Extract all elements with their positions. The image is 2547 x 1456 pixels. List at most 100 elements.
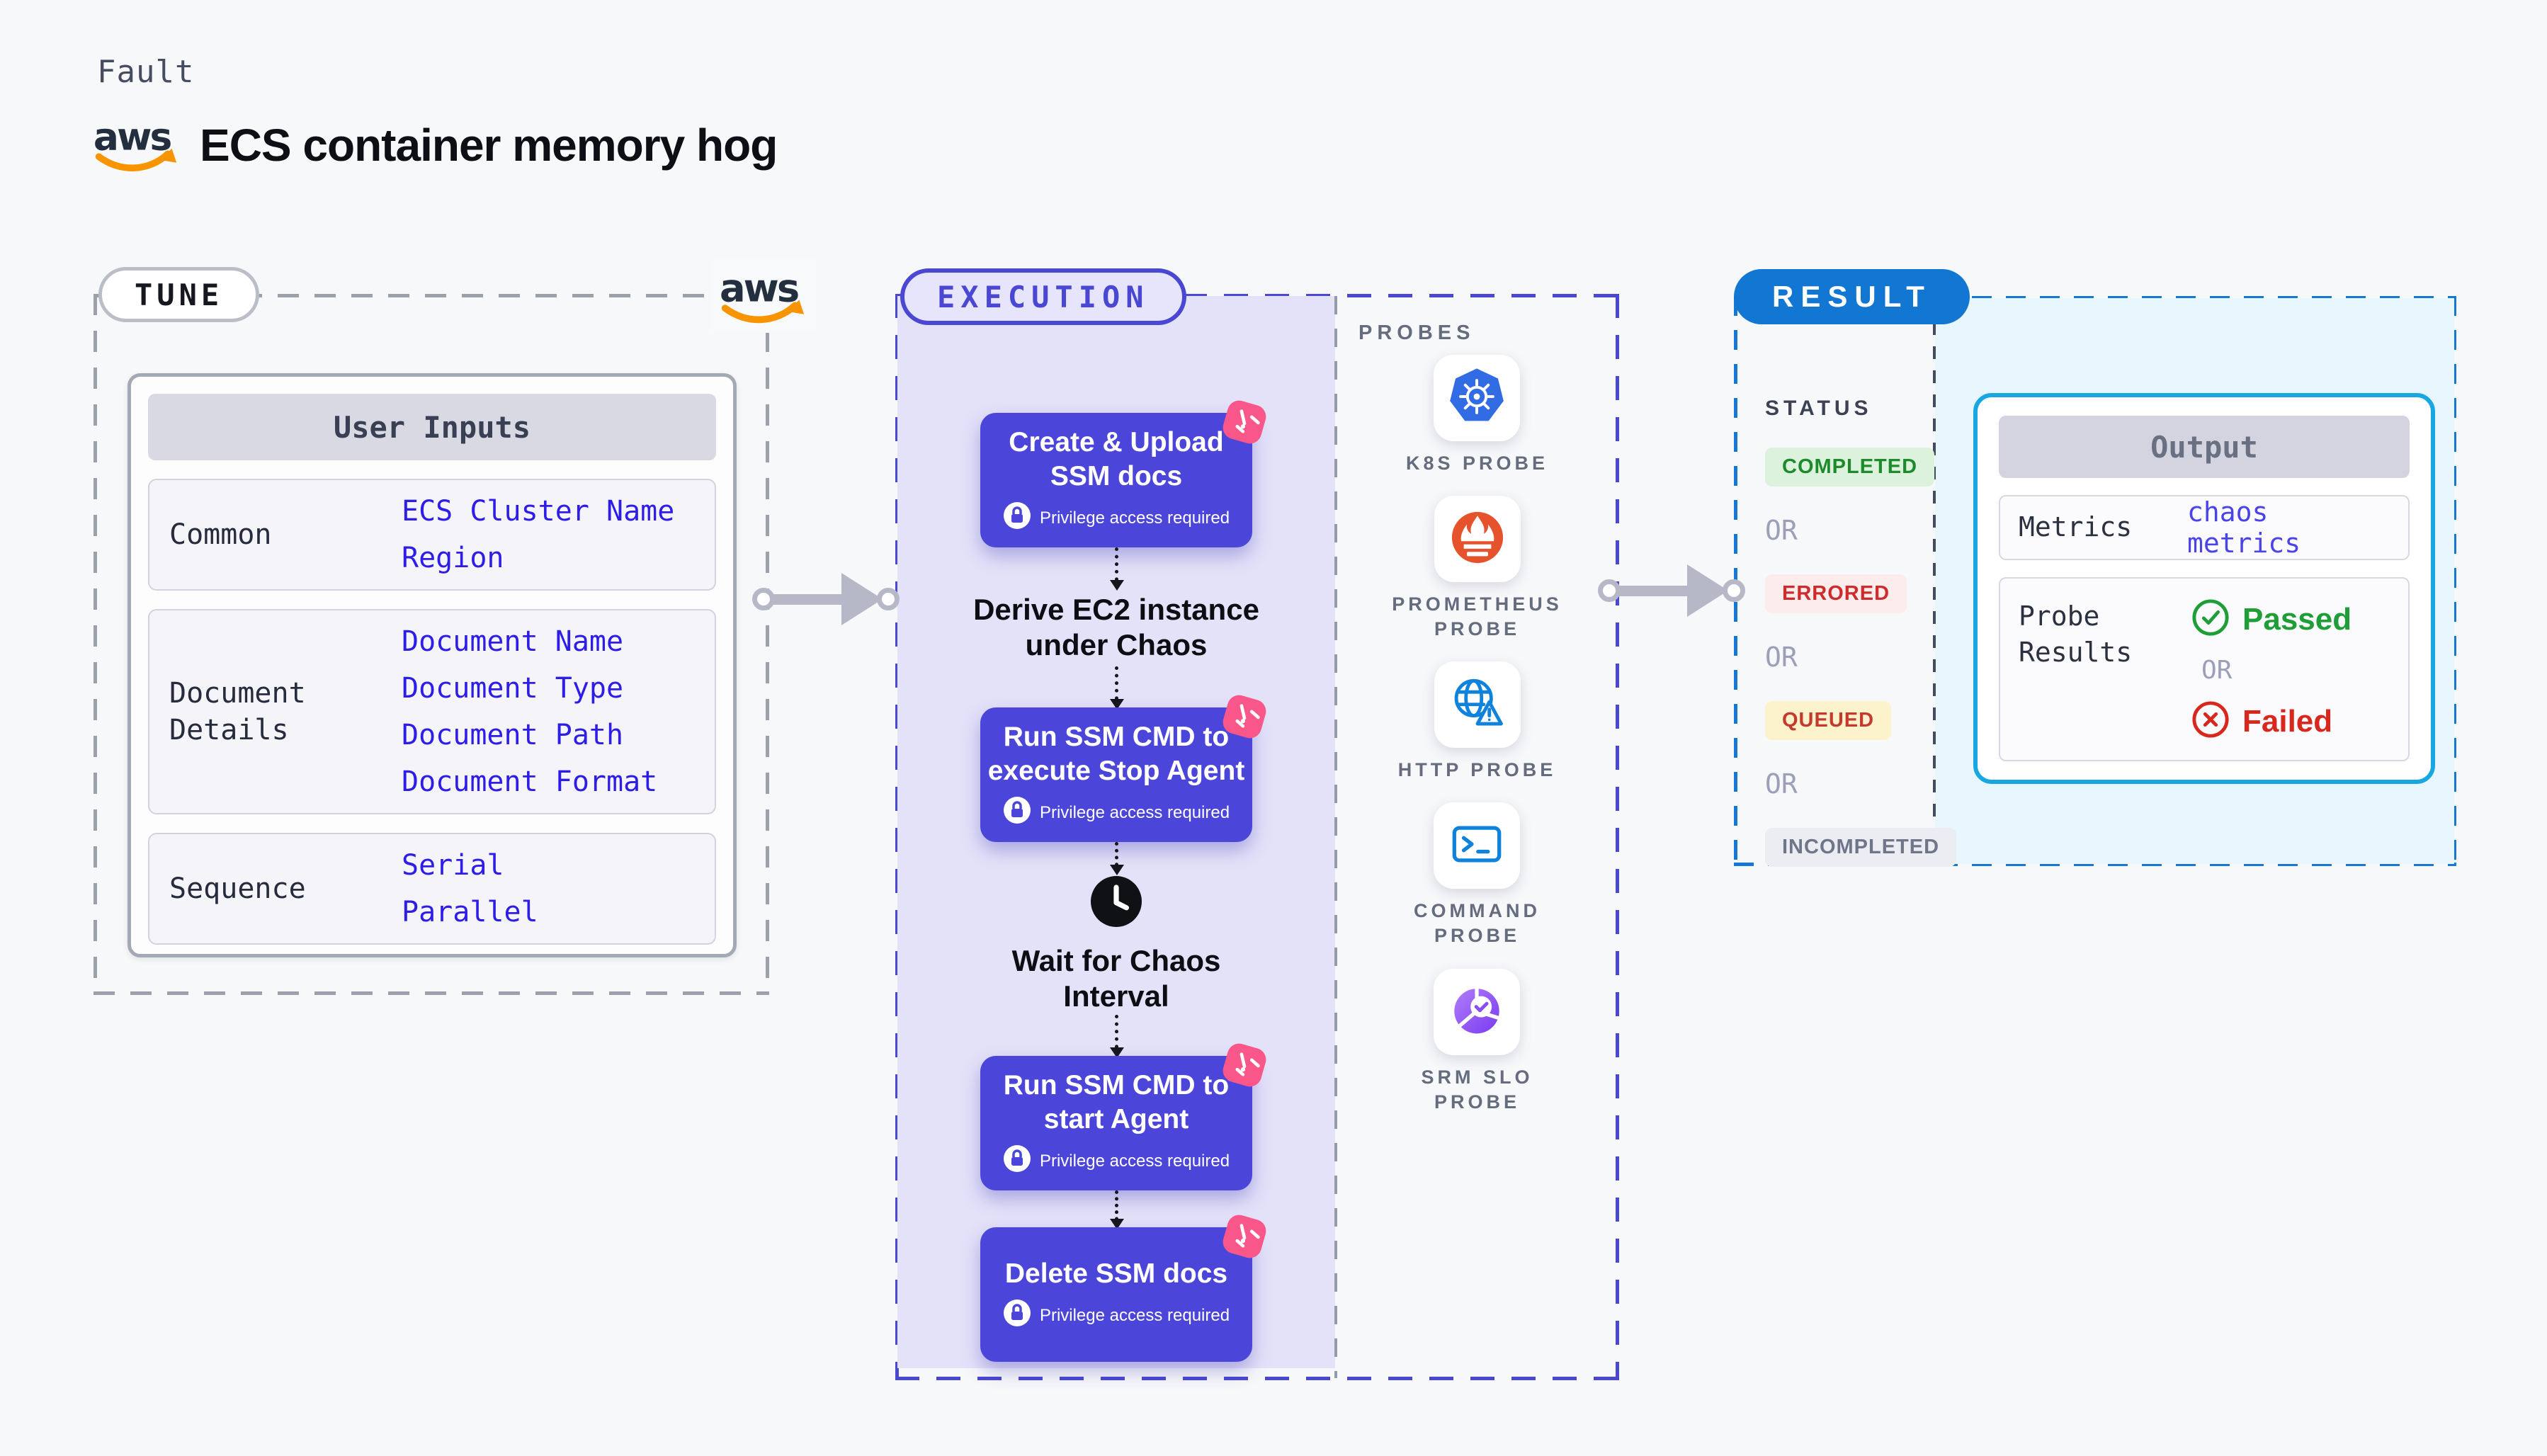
result-divider bbox=[1933, 298, 1936, 864]
user-input-value: Serial bbox=[402, 849, 504, 882]
user-input-value: ECS Cluster Name bbox=[402, 495, 675, 528]
arrow-head bbox=[1687, 564, 1728, 617]
failed-label: Failed bbox=[2242, 703, 2333, 739]
lock-icon bbox=[1003, 1299, 1031, 1332]
chaos-badge-icon bbox=[1215, 393, 1274, 450]
metrics-row: Metrics chaos metrics bbox=[1999, 495, 2410, 560]
arrow-end-dot bbox=[1723, 579, 1745, 602]
execution-action-label: Delete SSM docs bbox=[1004, 1258, 1228, 1289]
pie-check-icon bbox=[1446, 979, 1508, 1045]
status-badge: COMPLETED bbox=[1765, 448, 1935, 487]
privilege-note-text: Privilege access required bbox=[1039, 1151, 1230, 1171]
chaos-badge-icon bbox=[1215, 1207, 1274, 1264]
execution-to-result-arrow bbox=[1598, 564, 1745, 618]
user-input-value: Document Type bbox=[402, 672, 624, 705]
aws-logo-icon: aws bbox=[718, 266, 807, 326]
result-section-pill: RESULT bbox=[1734, 269, 1970, 324]
flow-connector-arrow bbox=[1109, 1190, 1124, 1229]
lock-icon bbox=[1003, 796, 1031, 829]
probe-item: HTTP PROBE bbox=[1398, 661, 1557, 783]
svg-text:aws: aws bbox=[93, 115, 171, 159]
output-card: Output Metrics chaos metrics Probe Resul… bbox=[1973, 393, 2435, 784]
privilege-note: Privilege access required bbox=[1003, 1144, 1230, 1178]
passed-label: Passed bbox=[2242, 601, 2352, 637]
privilege-note-text: Privilege access required bbox=[1039, 1305, 1230, 1325]
aws-corner-logo: aws bbox=[710, 259, 816, 333]
user-input-value: Document Name bbox=[402, 625, 624, 658]
chaos-badge-icon bbox=[1215, 688, 1274, 744]
check-circle-icon bbox=[2191, 598, 2230, 640]
probes-divider bbox=[1334, 296, 1337, 1378]
arrow-shaft bbox=[1617, 585, 1691, 596]
metrics-label: Metrics bbox=[2019, 511, 2133, 543]
flow-connector-arrow bbox=[1109, 842, 1124, 875]
x-circle-icon bbox=[2191, 700, 2230, 742]
prometheus-icon bbox=[1446, 506, 1509, 572]
user-inputs-header: User Inputs bbox=[148, 394, 716, 460]
tune-section-pill: TUNE bbox=[98, 267, 260, 322]
user-input-category: Sequence bbox=[169, 872, 306, 905]
aws-logo-icon: aws bbox=[92, 115, 180, 176]
status-heading: STATUS bbox=[1765, 397, 1873, 420]
probe-item: K8S PROBE bbox=[1406, 355, 1548, 476]
probe-tile bbox=[1434, 496, 1521, 583]
arrow-head bbox=[841, 573, 883, 625]
lock-icon bbox=[1003, 1144, 1031, 1178]
globe-warning-icon bbox=[1446, 672, 1509, 738]
terminal-icon bbox=[1446, 813, 1508, 879]
kubernetes-icon bbox=[1446, 365, 1508, 431]
arrow-end-dot bbox=[877, 588, 900, 610]
arrow-shaft bbox=[771, 593, 845, 605]
flow-connector-arrow bbox=[1109, 666, 1124, 710]
probe-label: K8S PROBE bbox=[1405, 453, 1549, 474]
chaos-badge-icon bbox=[1215, 1036, 1274, 1093]
user-input-category: Document Details bbox=[169, 677, 306, 746]
probe-tile bbox=[1434, 802, 1521, 889]
probe-result-failed: Failed bbox=[2191, 700, 2352, 742]
status-badge: ERRORED bbox=[1765, 574, 1907, 613]
clock-icon bbox=[1088, 873, 1145, 933]
user-input-value: Parallel bbox=[402, 896, 538, 928]
probe-result-passed: Passed bbox=[2191, 598, 2352, 640]
or-label: OR bbox=[1765, 642, 1798, 673]
flow-connector-arrow bbox=[1109, 547, 1124, 591]
privilege-note: Privilege access required bbox=[1003, 501, 1230, 535]
metrics-value: chaos metrics bbox=[2186, 496, 2301, 559]
privilege-note: Privilege access required bbox=[1003, 796, 1230, 829]
probe-tile bbox=[1434, 355, 1521, 441]
user-input-value: Region bbox=[402, 542, 504, 574]
or-label: OR bbox=[1765, 515, 1798, 546]
probe-results-label: Probe Results bbox=[2019, 601, 2133, 669]
lock-icon bbox=[1003, 501, 1031, 535]
user-input-value: Document Format bbox=[402, 766, 658, 798]
status-badge: QUEUED bbox=[1765, 701, 1892, 740]
